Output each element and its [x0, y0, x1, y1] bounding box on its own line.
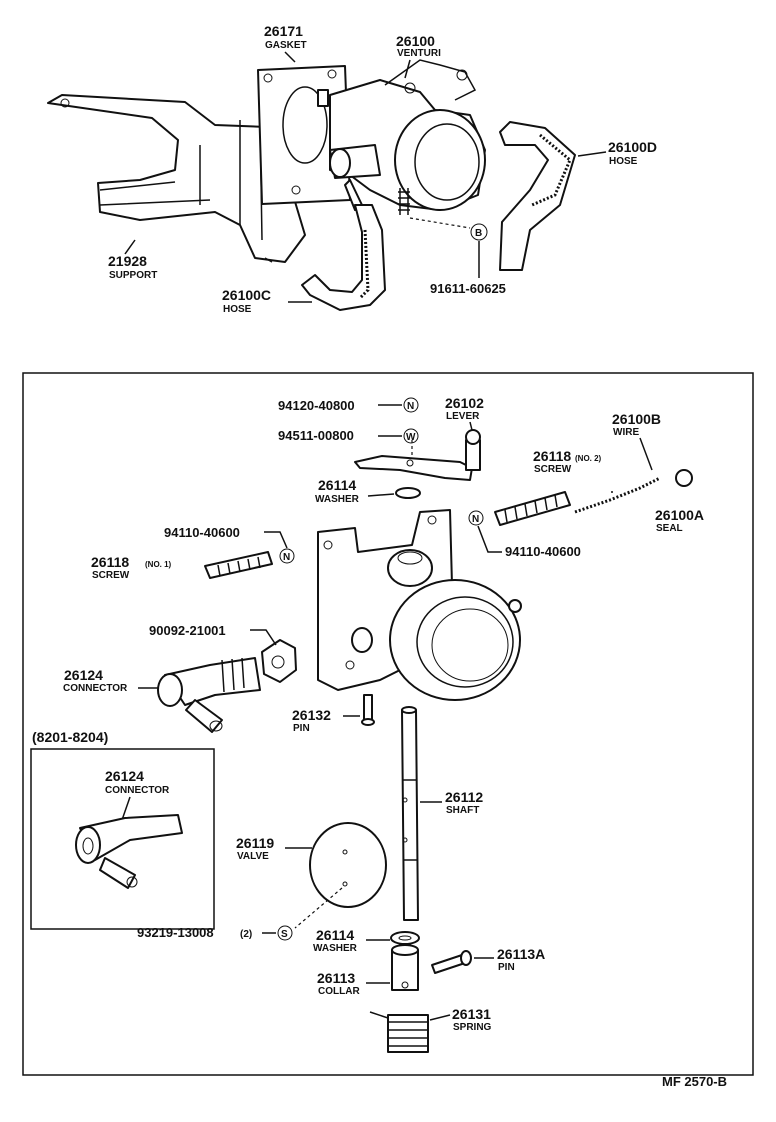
label-lever-name: LEVER: [446, 411, 480, 422]
hose-c: [301, 204, 386, 311]
label-collar-name: COLLAR: [318, 986, 360, 997]
exploded-parts: N N: [157, 429, 693, 1053]
label-wire-number: 26100B: [612, 411, 661, 427]
label-support-name: SUPPORT: [109, 270, 157, 281]
svg-text:N: N: [283, 552, 290, 563]
marker-n-right: [468, 510, 484, 526]
label-screw-no1-suffix: (NO. 1): [145, 560, 172, 569]
label-hose-c-name: HOSE: [223, 304, 252, 315]
label-collar-number: 26113: [317, 970, 355, 986]
label-washer-upper-number: 26114: [318, 477, 356, 493]
exploded-view-frame: [22, 372, 754, 1076]
label-valve-name: VALVE: [237, 851, 269, 862]
washer-lower: [390, 931, 420, 945]
label-nut-connector-number: 90092-21001: [149, 623, 226, 638]
label-washer-upper-name: WASHER: [315, 494, 360, 505]
label-seal-name: SEAL: [656, 523, 683, 534]
label-bolt-number: 91611-60625: [430, 281, 506, 296]
label-hose-d-name: HOSE: [609, 156, 638, 167]
label-shaft-name: SHAFT: [446, 805, 479, 816]
label-washer-lower-name: WASHER: [313, 943, 358, 954]
label-nut-right-number: 94110-40600: [505, 544, 581, 559]
inset-range: (8201-8204): [32, 729, 108, 745]
spring: [387, 1014, 429, 1053]
label-screw-no2-number: 26118: [533, 448, 571, 464]
label-connector-number: 26124: [64, 667, 103, 683]
marker-n-left: [279, 548, 295, 564]
hose-d: [499, 121, 576, 271]
diaphragm-housing: [389, 579, 521, 701]
svg-text:N: N: [472, 514, 479, 525]
inset-frame: [30, 748, 215, 930]
label-gasket-number: 26171: [264, 23, 303, 39]
label-hose-c-number: 26100C: [222, 287, 271, 303]
connector: [164, 657, 261, 706]
marker-s: [277, 925, 293, 941]
label-washer-top-number: 94511-00800: [278, 428, 354, 443]
inset-connector-number: 26124: [105, 768, 144, 784]
label-hose-d-number: 26100D: [608, 139, 657, 155]
label-spring-name: SPRING: [453, 1022, 492, 1033]
marker-b-letter: B: [475, 228, 482, 239]
label-screw-no1-name: SCREW: [92, 570, 130, 581]
label-pin-upper-name: PIN: [293, 723, 310, 734]
upper-labels: 26171 GASKET 26100 VENTURI 26100D HOSE 2…: [108, 23, 657, 315]
label-nut-top-number: 94120-40800: [278, 398, 355, 413]
wire: [574, 476, 661, 514]
label-connector-name: CONNECTOR: [63, 683, 128, 694]
marker-w-top: [403, 428, 419, 444]
hex-nut: [261, 639, 297, 683]
pin-upper: [363, 694, 373, 723]
marker-b: [470, 223, 488, 241]
label-pin-lower-name: PIN: [498, 962, 515, 973]
label-screw-no2-name: SCREW: [534, 464, 572, 475]
svg-text:N: N: [407, 401, 414, 412]
label-screw-no2-suffix: (NO. 2): [575, 454, 602, 463]
valve-disc: [309, 822, 387, 908]
figure-code: MF 2570-B: [662, 1074, 727, 1089]
shaft: [401, 709, 419, 921]
svg-text:W: W: [406, 432, 416, 443]
inset-connector-name: CONNECTOR: [105, 785, 170, 796]
label-shaft-number: 26112: [445, 789, 483, 805]
screw-no2: [494, 491, 571, 526]
label-venturi-name: VENTURI: [397, 48, 441, 59]
label-spring-number: 26131: [452, 1006, 491, 1022]
lever: [354, 455, 473, 481]
svg-text:S: S: [281, 929, 288, 940]
label-pin-lower-number: 26113A: [497, 946, 545, 962]
label-gasket-name: GASKET: [265, 40, 307, 51]
inset: (8201-8204) 26124 CONNECTOR: [30, 729, 215, 930]
label-nut-left-number: 94110-40600: [164, 525, 240, 540]
exploded-labels: 94120-40800 N 94511-00800 W 26102 LEVER …: [63, 395, 704, 1033]
label-lever-number: 26102: [445, 395, 484, 411]
label-screw-valve-qty: (2): [240, 929, 252, 940]
label-wire-name: WIRE: [613, 427, 639, 438]
label-valve-number: 26119: [236, 835, 274, 851]
upper-assembly: [47, 59, 576, 311]
label-washer-lower-number: 26114: [316, 927, 354, 943]
label-venturi-number: 26100: [396, 33, 435, 49]
label-support-number: 21928: [108, 253, 147, 269]
marker-n-top: [403, 397, 419, 413]
seal: [675, 469, 693, 487]
label-screw-no1-number: 26118: [91, 554, 129, 570]
label-pin-upper-number: 26132: [292, 707, 331, 723]
label-seal-number: 26100A: [655, 507, 704, 523]
label-screw-valve-number: 93219-13008: [137, 925, 214, 940]
washer-upper: [395, 487, 421, 499]
